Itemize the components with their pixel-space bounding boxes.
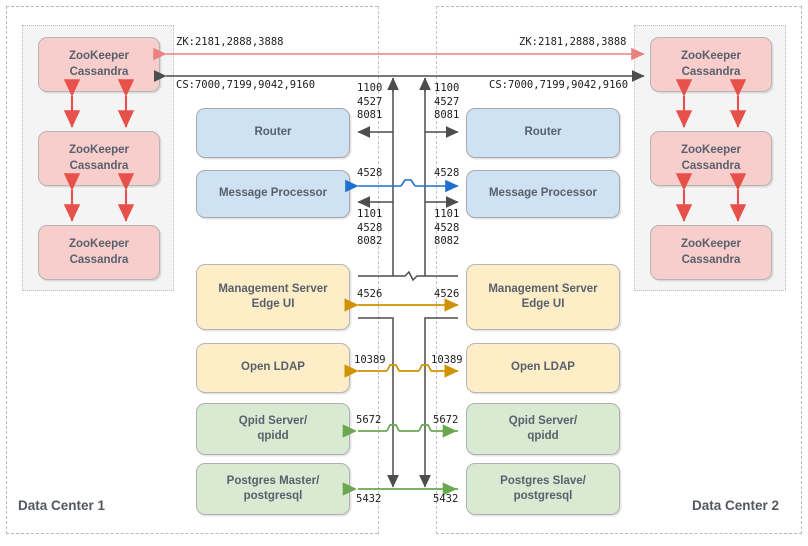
port-label-open-ldap-left: 10389: [354, 354, 386, 366]
node-label-line1: Message Processor: [488, 187, 598, 200]
node-label-line1: ZooKeeper: [680, 238, 742, 251]
data-center-1-label: Data Center 1: [18, 498, 106, 513]
node-label-line1: ZooKeeper: [68, 144, 130, 157]
port-label-mp-inbound-left: 4528: [357, 167, 383, 179]
node-label-line1: Postgres Master/: [226, 474, 320, 487]
dc1-postgres-node[interactable]: Postgres Master/ postgresql: [196, 463, 350, 515]
port-label-management-server-left: 4526: [357, 288, 383, 300]
node-label-line2: Cassandra: [681, 159, 741, 172]
dc2-zookeeper-cassandra-node-2[interactable]: ZooKeeper Cassandra: [650, 131, 772, 186]
node-label-line1: Router: [524, 126, 562, 139]
port-label-cs-cross-dc-right: CS:7000,7199,9042,9160: [489, 79, 629, 91]
data-center-2-label: Data Center 2: [692, 498, 780, 513]
node-label-line2: postgresql: [243, 490, 303, 502]
node-label-line1: Management Server: [488, 282, 598, 295]
node-label-line1: Qpid Server/: [238, 414, 308, 427]
dc1-zookeeper-cassandra-node-3[interactable]: ZooKeeper Cassandra: [38, 225, 160, 280]
data-center-1-outline: [6, 6, 378, 534]
dc2-qpid-server-node[interactable]: Qpid Server/ qpidd: [466, 403, 620, 455]
dc2-zookeeper-cassandra-node-3[interactable]: ZooKeeper Cassandra: [650, 225, 772, 280]
node-label-line2: Cassandra: [681, 253, 741, 266]
node-label-line2: qpidd: [527, 430, 559, 442]
port-label-postgres-left: 5432: [356, 493, 382, 505]
dc2-open-ldap-node[interactable]: Open LDAP: [466, 343, 620, 393]
port-label-qpid-left: 5672: [356, 414, 382, 426]
port-label-mp-right: 1101 4528 8082: [434, 208, 460, 248]
data-center-2-outline: [436, 6, 802, 534]
port-label-management-server-right: 4526: [434, 288, 460, 300]
node-label-line2: Edge UI: [521, 298, 565, 310]
dc2-router-node[interactable]: Router: [466, 108, 620, 158]
port-label-mp-left: 1101 4528 8082: [357, 208, 383, 248]
node-label-line1: ZooKeeper: [680, 144, 742, 157]
dc1-zookeeper-cassandra-node-1[interactable]: ZooKeeper Cassandra: [38, 37, 160, 92]
node-label-line2: Edge UI: [251, 298, 295, 310]
port-label-qpid-right: 5672: [433, 414, 459, 426]
dc1-management-server-node[interactable]: Management Server Edge UI: [196, 264, 350, 330]
node-label-line2: Cassandra: [69, 159, 129, 172]
port-label-router-left: 1100 4527 8081: [357, 82, 383, 122]
port-label-cs-cross-dc-left: CS:7000,7199,9042,9160: [176, 79, 316, 91]
dc1-qpid-server-node[interactable]: Qpid Server/ qpidd: [196, 403, 350, 455]
port-label-postgres-right: 5432: [433, 493, 459, 505]
dc2-postgres-node[interactable]: Postgres Slave/ postgresql: [466, 463, 620, 515]
port-label-router-right: 1100 4527 8081: [434, 82, 460, 122]
node-label-line1: Qpid Server/: [508, 414, 578, 427]
node-label-line1: Postgres Slave/: [500, 474, 586, 487]
node-label-line2: qpidd: [257, 430, 289, 442]
node-label-line1: ZooKeeper: [680, 50, 742, 63]
data-center-1-inner-divider: [378, 6, 379, 534]
port-label-open-ldap-right: 10389: [431, 354, 463, 366]
dc1-message-processor-node[interactable]: Message Processor: [196, 170, 350, 218]
node-label-line1: ZooKeeper: [68, 50, 130, 63]
dc1-router-node[interactable]: Router: [196, 108, 350, 158]
node-label-line2: Cassandra: [681, 65, 741, 78]
port-label-zk-cross-dc-left: ZK:2181,2888,3888: [176, 36, 284, 48]
dc1-open-ldap-node[interactable]: Open LDAP: [196, 343, 350, 393]
dc2-message-processor-node[interactable]: Message Processor: [466, 170, 620, 218]
node-label-line1: Router: [254, 126, 292, 139]
dc1-zookeeper-cassandra-node-2[interactable]: ZooKeeper Cassandra: [38, 131, 160, 186]
node-label-line1: Message Processor: [218, 187, 328, 200]
dc2-management-server-node[interactable]: Management Server Edge UI: [466, 264, 620, 330]
node-label-line2: Cassandra: [69, 65, 129, 78]
node-label-line1: ZooKeeper: [68, 238, 130, 251]
data-center-2-inner-divider: [436, 6, 437, 534]
node-label-line2: postgresql: [513, 490, 573, 502]
node-label-line2: Cassandra: [69, 253, 129, 266]
port-label-mp-inbound-right: 4528: [434, 167, 460, 179]
node-label-line1: Open LDAP: [511, 361, 575, 374]
node-label-line1: Management Server: [218, 282, 328, 295]
node-label-line1: Open LDAP: [241, 361, 305, 374]
port-label-zk-cross-dc-right: ZK:2181,2888,3888: [519, 36, 627, 48]
dc2-zookeeper-cassandra-node-1[interactable]: ZooKeeper Cassandra: [650, 37, 772, 92]
